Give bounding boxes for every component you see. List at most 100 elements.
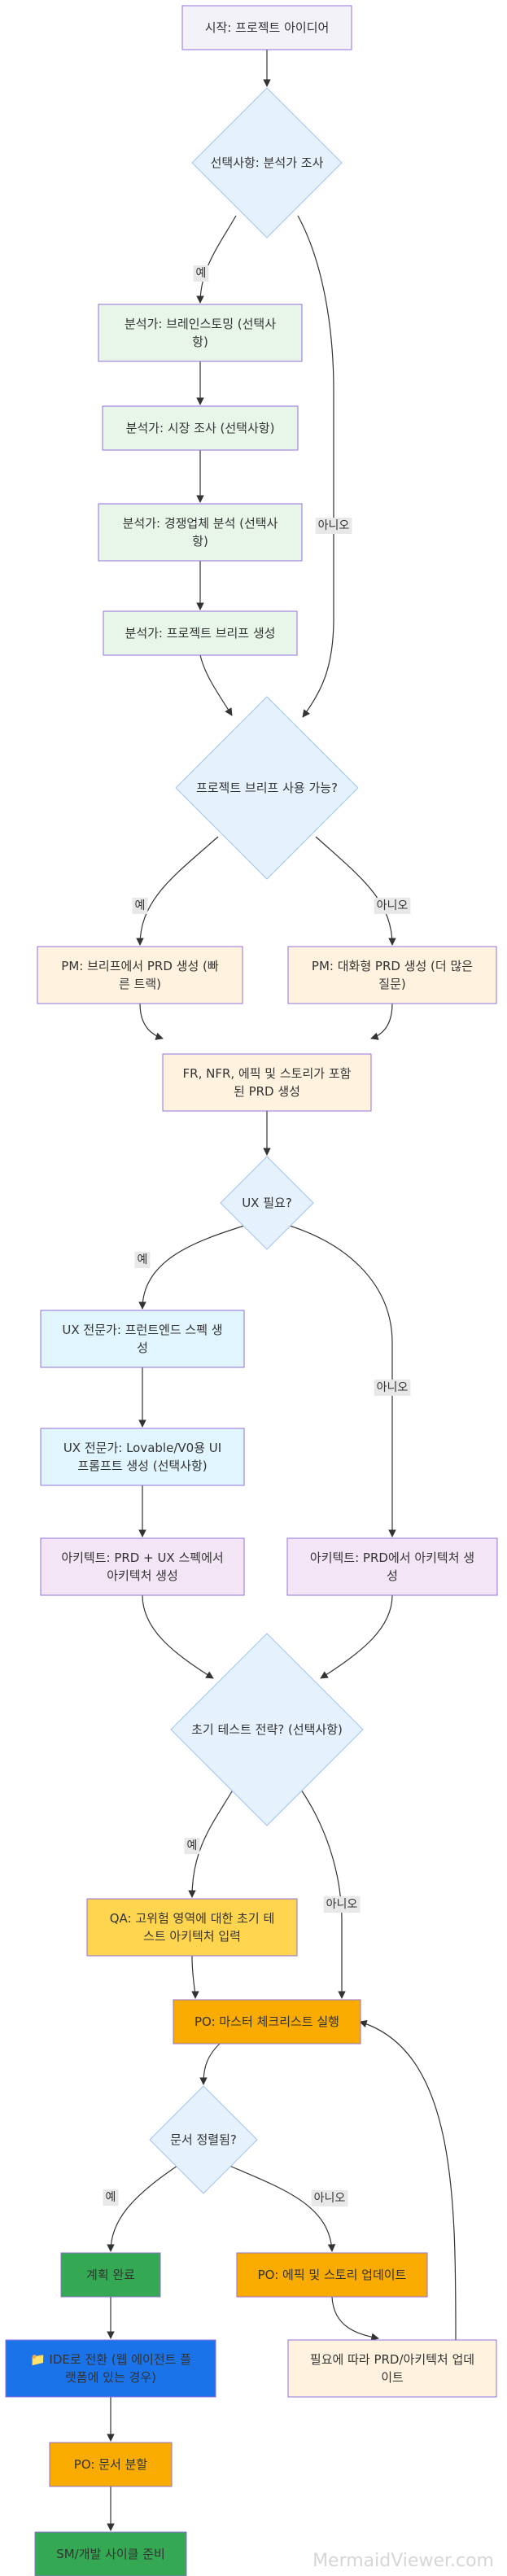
watermark-text: MermaidViewer.com	[313, 2551, 494, 2571]
edges-layer	[107, 50, 457, 2531]
edge-label: 예	[193, 265, 209, 282]
decision-diamond	[149, 2085, 258, 2194]
edge-update-updatedocs	[331, 2296, 379, 2342]
node-uxspec[interactable]: UX 전문가: 프런트엔드 스펙 생성	[40, 1310, 245, 1368]
node-archprd[interactable]: 아키텍트: PRD에서 아키텍처 생성	[286, 1537, 498, 1596]
node-market[interactable]: 분석가: 시장 조사 (선택사항)	[102, 405, 299, 451]
process-box	[102, 405, 299, 451]
node-start[interactable]: 시작: 프로젝트 아이디어	[181, 5, 352, 50]
edge-pmfast-prd	[139, 1003, 164, 1040]
edge-label-text: 예	[106, 2191, 116, 2204]
edge-archprd-d4	[320, 1594, 393, 1679]
edge-label-background	[103, 2189, 119, 2206]
node-sm[interactable]: SM/개발 사이클 준비	[34, 2531, 187, 2576]
edge-label-background	[134, 1252, 151, 1268]
node-label-line: 필요에 따라 PRD/아키텍처 업데	[310, 2352, 474, 2367]
edge-label-background	[315, 518, 352, 534]
node-update[interactable]: PO: 에픽 및 스토리 업데이트	[236, 2252, 428, 2298]
edge-d3-uxspec	[138, 1225, 245, 1310]
node-label-line: 른 트랙)	[119, 977, 161, 991]
node-label-line: 성	[137, 1340, 148, 1355]
node-label-line: PM: 대화형 PRD 생성 (더 많은	[312, 959, 473, 973]
edge-qa-po	[191, 1955, 199, 1999]
node-d5[interactable]: 문서 정렬됨?	[149, 2085, 258, 2194]
edge-label-text: 예	[135, 899, 146, 912]
edge-label-text: 아니오	[318, 519, 350, 532]
edge-label: 예	[132, 898, 148, 914]
edge-d5-update	[229, 2165, 336, 2252]
process-box	[173, 1999, 361, 2045]
edge-d4-qa	[188, 1787, 235, 1898]
node-label-line: 시작: 프로젝트 아이디어	[205, 20, 330, 35]
process-box	[98, 304, 303, 362]
node-d1[interactable]: 선택사항: 분석가 조사	[191, 87, 343, 238]
edge-brief-d2	[199, 654, 233, 716]
edge-d2-pmfast	[136, 836, 219, 946]
edge-d1-brainstorm	[196, 215, 237, 304]
edge-d1-d2	[297, 215, 334, 718]
node-label-line: 계획 완료	[86, 2268, 135, 2282]
node-label-line: 항)	[192, 534, 208, 549]
edge-label-text: 아니오	[314, 2192, 346, 2205]
process-box	[98, 503, 303, 562]
edge-label-text: 예	[187, 1839, 198, 1852]
decision-diamond	[191, 87, 343, 238]
node-shard[interactable]: PO: 문서 분할	[49, 2442, 173, 2487]
edge-label-background	[184, 1838, 200, 1854]
edge-label-background	[193, 265, 209, 282]
node-label-line: 분석가: 프로젝트 브리프 생성	[125, 626, 276, 641]
process-box	[37, 946, 243, 1004]
node-d4[interactable]: 초기 테스트 전략? (선택사항)	[170, 1633, 364, 1826]
edge-label-background	[374, 1380, 411, 1396]
process-box	[86, 1898, 298, 1957]
node-label-line: 질문)	[378, 977, 405, 991]
edge-label-background	[311, 2190, 348, 2206]
node-d3[interactable]: UX 필요?	[220, 1156, 314, 1250]
node-label-line: 된 PRD 생성	[234, 1084, 300, 1099]
node-brainstorm[interactable]: 분석가: 브레인스토밍 (선택사항)	[98, 304, 303, 362]
node-label-line: QA: 고위험 영역에 대한 초기 테	[110, 1911, 275, 1926]
node-label-line: 아키텍트: PRD에서 아키텍처 생	[310, 1550, 474, 1565]
decision-diamond	[175, 696, 359, 880]
node-label-line: 아키텍트: PRD + UX 스펙에서	[61, 1550, 223, 1565]
node-label-line: 선택사항: 분석가 조사	[211, 155, 324, 170]
node-label-line: PO: 에픽 및 스토리 업데이트	[258, 2268, 407, 2282]
process-box	[181, 5, 352, 50]
node-qa[interactable]: QA: 고위험 영역에 대한 초기 테스트 아키텍처 입력	[86, 1898, 298, 1957]
node-label-line: 프롬프트 생성 (선택사항)	[77, 1459, 207, 1473]
node-label-line: 분석가: 시장 조사 (선택사항)	[126, 421, 275, 435]
node-brief[interactable]: 분석가: 프로젝트 브리프 생성	[103, 610, 298, 656]
node-updatedocs[interactable]: 필요에 따라 PRD/아키텍처 업데이트	[287, 2339, 497, 2398]
process-box	[5, 2339, 216, 2398]
process-box	[40, 1537, 245, 1596]
node-po[interactable]: PO: 마스터 체크리스트 실행	[173, 1999, 361, 2045]
node-label-line: SM/개발 사이클 준비	[56, 2547, 165, 2561]
node-done[interactable]: 계획 완료	[60, 2252, 161, 2298]
node-pmfast[interactable]: PM: 브리프에서 PRD 생성 (빠른 트랙)	[37, 946, 243, 1004]
node-d2[interactable]: 프로젝트 브리프 사용 가능?	[175, 696, 359, 880]
node-label-line: 스트 아키텍처 입력	[143, 1929, 241, 1944]
process-box	[287, 946, 497, 1004]
process-box	[236, 2252, 428, 2298]
node-label-line: UX 전문가: 프런트엔드 스펙 생	[62, 1323, 222, 1337]
node-label-line: PM: 브리프에서 PRD 생성 (빠	[61, 959, 219, 973]
process-box	[162, 1053, 372, 1112]
node-prd[interactable]: FR, NFR, 에픽 및 스토리가 포함된 PRD 생성	[162, 1053, 372, 1112]
edge-label: 아니오	[311, 2190, 348, 2206]
process-box	[60, 2252, 161, 2298]
edge-po-d5	[199, 2043, 221, 2085]
edge-label: 아니오	[374, 898, 411, 914]
node-label-line: 분석가: 경쟁업체 분석 (선택사	[123, 516, 278, 531]
node-competitor[interactable]: 분석가: 경쟁업체 분석 (선택사항)	[98, 503, 303, 562]
node-label-line: FR, NFR, 에픽 및 스토리가 포함	[183, 1066, 352, 1081]
edge-d2-pmchat	[315, 836, 396, 946]
decision-diamond	[170, 1633, 364, 1826]
edge-label-text: 아니오	[377, 899, 409, 912]
process-box	[49, 2442, 173, 2487]
